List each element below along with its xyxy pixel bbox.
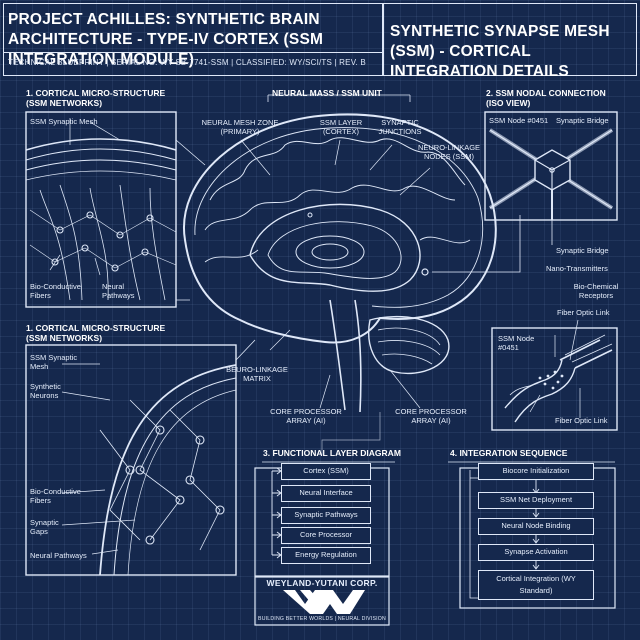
section1a-heading: 1. CORTICAL MICRO-STRUCTURE (26, 88, 166, 98)
section4-heading: 4. INTEGRATION SEQUENCE (450, 448, 568, 458)
company-name: WEYLAND-YUTANI CORP. (266, 578, 378, 588)
section1b-label-mesh: SSM Synaptic Mesh (30, 353, 78, 371)
brain-heading: NEURAL MASS / SSM UNIT (272, 88, 382, 98)
section3-heading: 3. FUNCTIONAL LAYER DIAGRAM (263, 448, 401, 458)
brain-label-core-2: CORE PROCESSOR ARRAY (AI) (395, 407, 467, 425)
brain-label-matrix: BEURO-LINKAGE MATRIX (226, 365, 288, 383)
weyland-yutani-logo (283, 590, 365, 614)
section2-label-nano: Nano-Transmitters (546, 264, 608, 273)
logo-frame (254, 576, 390, 626)
section1a-heading-2: (SSM NETWORKS) (26, 98, 103, 108)
section2-label-receptors: Bio-Chemical Receptors (573, 282, 619, 300)
layer-synaptic-pathways: Synaptic Pathways (281, 507, 371, 524)
section2-label-node-bottom: SSM Node #0451 (498, 334, 535, 352)
brain-label-junctions: SYNAPTIC JUNCTIONS (378, 118, 422, 136)
synapse-detail-frame (491, 327, 618, 431)
brain-label-ssm-layer: SSM LAYER (CORTEX) (319, 118, 363, 136)
title-divider (3, 52, 383, 53)
brain-drawing (182, 113, 497, 413)
layer-neural-interface: Neural Interface (281, 485, 371, 502)
section1b-heading: 1. CORTICAL MICRO-STRUCTURE (26, 323, 166, 333)
section2-heading-2: (ISO VIEW) (486, 98, 531, 108)
company-tagline: BUILDING BETTER WORLDS | NEURAL DIVISION (258, 616, 386, 622)
section1b-label-pathways: Neural Pathways (30, 551, 87, 560)
section1b-label-neurons: Synthetic Neurons (30, 382, 61, 400)
section2-label-bridge-top: Synaptic Bridge (556, 116, 609, 125)
brain-label-nodes: NEURO-LINKAGE NODES (SSM) (417, 143, 481, 161)
section2-label-node-top: SSM Node #0451 (489, 116, 549, 125)
section1b-label-fibers: Bio-Conductive Fibers (30, 487, 81, 505)
layer-energy-regulation: Energy Regulation (281, 547, 371, 564)
section1b-heading-2: (SSM NETWORKS) (26, 333, 103, 343)
section1b-label-gaps: Synaptic Gaps (30, 518, 59, 536)
layer-core-processor: Core Processor (281, 527, 371, 544)
title-box (3, 3, 383, 76)
section2-heading: 2. SSM NODAL CONNECTION (486, 88, 606, 98)
micro-structure-top-frame (25, 111, 177, 308)
step-biocore-init: Biocore Initialization (478, 463, 594, 480)
section1a-label-mesh: SSM Synaptic Mesh (30, 117, 98, 126)
micro-structure-bottom-frame (25, 344, 237, 576)
side-title-box (383, 3, 637, 76)
page-title: PROJECT ACHILLES: SYNTHETIC BRAIN ARCHIT… (8, 11, 324, 68)
section2-label-fiber-1: Fiber Optic Link (557, 308, 610, 317)
step-cortical-integration: Cortical Integration (WY Standard) (478, 570, 594, 600)
page-subtitle: TECHNICAL BLUEPRINT | SERIAL NO: WY-SB-7… (8, 58, 366, 67)
step-synapse-activation: Synapse Activation (478, 544, 594, 561)
brain-label-core-1: CORE PROCESSOR ARRAY (AI) (270, 407, 342, 425)
side-title: SYNTHETIC SYNAPSE MESH (SSM) - CORTICAL … (390, 23, 610, 80)
section2-label-bridge: Synaptic Bridge (556, 246, 609, 255)
section1a-label-fibers: Bio-Conductive Fibers (30, 282, 81, 300)
layer-cortex: Cortex (SSM) (281, 463, 371, 480)
step-ssm-net-deployment: SSM Net Deployment (478, 492, 594, 509)
step-neural-node-binding: Neural Node Binding (478, 518, 594, 535)
section1a-label-pathways: Neural Pathways (102, 282, 135, 300)
section2-label-fiber-2: Fiber Optic Link (555, 416, 608, 425)
brain-label-mesh-zone: NEURAL MESH ZONE (PRIMARY) (201, 118, 279, 136)
